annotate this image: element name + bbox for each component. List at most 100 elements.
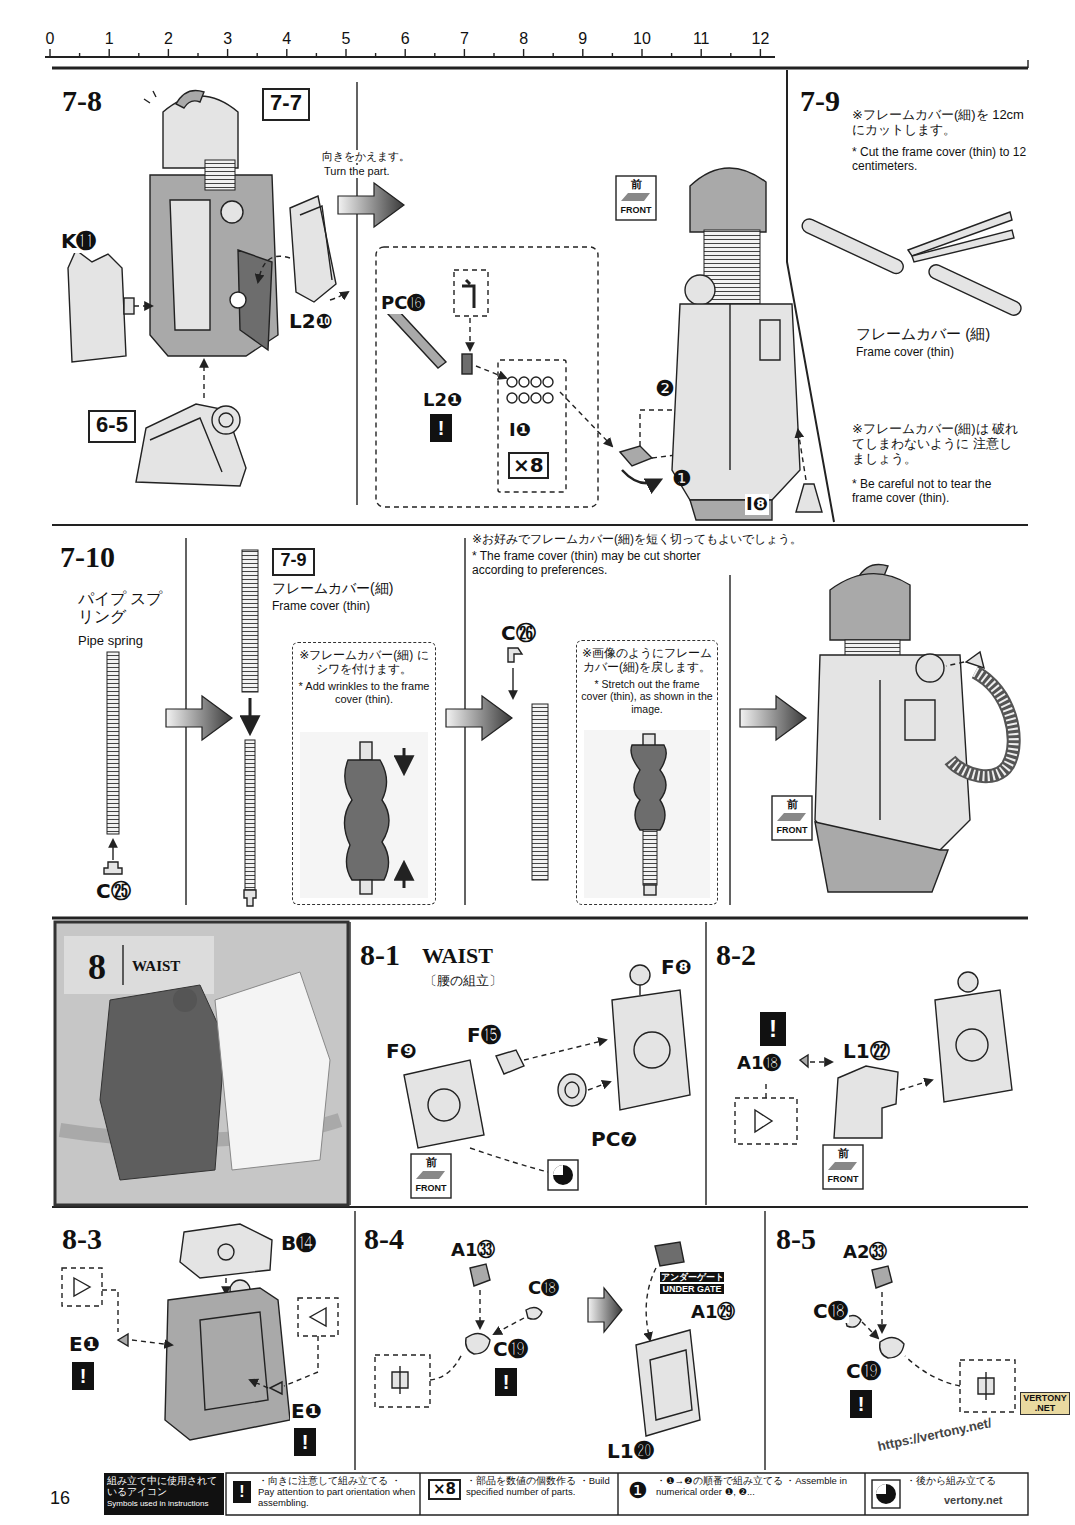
step-number: 7-8 (62, 84, 102, 117)
part-illustration (650, 1350, 692, 1420)
note-text: フレームカバー (細) (856, 325, 990, 342)
part-illustration (881, 1292, 882, 1332)
panel-frame-lines (52, 70, 1028, 1207)
sub-assembly-illustration (560, 392, 612, 446)
pipe-spring-illustration (403, 748, 406, 772)
sub-assembly-illustration (507, 377, 517, 387)
waist-part-illustration (956, 1029, 988, 1061)
frame-cover-cutting (927, 263, 1024, 318)
torso-illustration (230, 292, 246, 308)
part-illustration (960, 1360, 1015, 1412)
note-text: 向きをかえます。 (322, 150, 410, 163)
robot-illustration (796, 484, 822, 512)
waist-frame-illustration (428, 1089, 460, 1121)
part-number: A1⓲ (736, 1053, 782, 1074)
part-number: L1⓴ (606, 1440, 655, 1463)
waist-assembly-illustration (270, 1382, 282, 1394)
armor-part (134, 305, 152, 306)
step-number: 8-3 (62, 1222, 102, 1255)
block-arrow (740, 696, 806, 740)
armor-part (136, 404, 246, 486)
sub-assembly-illustration (519, 393, 529, 403)
pipe-spring-illustration (104, 862, 122, 874)
waist-photo (55, 922, 348, 1205)
part-number: A1㉙ (690, 1302, 736, 1323)
step-panel: 8WAIST (55, 922, 348, 1205)
part-illustration (399, 1366, 400, 1394)
warning-icon: ! (294, 1428, 316, 1456)
part-number: B⓮ (280, 1232, 317, 1255)
part-number: L2❿ (288, 310, 334, 333)
ruler-number: 6 (401, 30, 410, 48)
step-title: WAIST (422, 944, 493, 968)
note-text: Frame cover (thin) (856, 346, 954, 360)
note-text: フレームカバー(細) (272, 580, 393, 596)
pipe-spring-illustration (532, 704, 548, 880)
part-illustration (375, 1242, 1015, 1436)
ruler-number: 4 (282, 30, 291, 48)
note-text: Turn the part. (324, 165, 390, 178)
note-text: ※お好みでフレームカバー(細)を短く切ってもよいでしょう。 (472, 533, 802, 547)
ruler (45, 49, 1028, 68)
front-icon (411, 176, 863, 1198)
part-number: K⓫ (60, 230, 98, 253)
legend-frame (876, 1484, 886, 1494)
part-illustration (494, 1318, 524, 1334)
armor-part (330, 292, 348, 300)
reference-step-box: 6-5 (88, 410, 136, 443)
sub-assembly-illustration (376, 247, 598, 507)
legend-frame (876, 1484, 896, 1504)
waist-assembly-illustration (62, 1268, 102, 1306)
waist-assembly-illustration (102, 1290, 118, 1332)
armor-part (258, 256, 290, 282)
part-illustration (526, 1307, 542, 1319)
torso-illustration (205, 160, 235, 190)
legend-heading: 組み立て中に使用されているアイコン (107, 1475, 221, 1497)
part-number: C⓳ (845, 1360, 882, 1383)
waist-photo (55, 922, 348, 1205)
note-text: * The frame cover (thin) may be cut shor… (472, 550, 722, 578)
panel-frame-lines (52, 68, 1028, 918)
sequence-number: ❷ (655, 376, 675, 401)
waist-assembly-illustration (165, 1288, 290, 1440)
armor-part (219, 413, 233, 427)
step-panel: 7-107-9※フレームカバー(細) にシワを付けます。* Add wrinkl… (52, 527, 1028, 917)
sequence-number: ❶ (672, 466, 692, 491)
ruler-number: 7 (460, 30, 469, 48)
ruler-number: 3 (223, 30, 232, 48)
warning-icon: ! (72, 1362, 94, 1390)
ruler-number: 1 (105, 30, 114, 48)
panel-frame-lines (52, 68, 1028, 1470)
part-illustration (880, 1337, 904, 1358)
frame-cover-cutting (927, 263, 1024, 318)
torso-illustration (144, 91, 156, 103)
ruler-number: 8 (519, 30, 528, 48)
frame-cover-cutting (800, 212, 1023, 317)
legend-frame (872, 1480, 900, 1508)
waist-part-illustration (810, 1061, 832, 1062)
gate-tag: アンダーゲート (660, 1272, 724, 1282)
sub-assembly-illustration (620, 446, 652, 466)
front-icon (777, 813, 806, 821)
waist-part-illustration (935, 990, 1012, 1102)
quantity-icon: ×8 (508, 452, 549, 479)
pipe-spring-illustration (242, 550, 258, 692)
part-number: PC❼ (590, 1128, 638, 1151)
watermark: vertony.net (944, 1494, 1002, 1507)
part-number: E❶ (68, 1333, 101, 1356)
pipe-spring-illustration (245, 740, 255, 890)
sub-assembly-illustration (462, 280, 474, 308)
warning-icon: ! (850, 1390, 872, 1418)
block-arrow (166, 183, 806, 1332)
warning-icon: ! (233, 1481, 251, 1503)
legend-heading: Symbols used in instructions (107, 1500, 221, 1509)
part-illustration (985, 1372, 986, 1400)
armor-part (290, 196, 336, 302)
part-number: C⓲ (812, 1300, 849, 1323)
reference-step-box: 7-9 (272, 548, 315, 576)
front-icon (416, 1171, 445, 1179)
warning-icon: ! (430, 414, 452, 442)
robot-illustration (950, 672, 1014, 776)
step-title: WAIST (132, 958, 180, 975)
part-number: C㉖ (500, 622, 537, 645)
